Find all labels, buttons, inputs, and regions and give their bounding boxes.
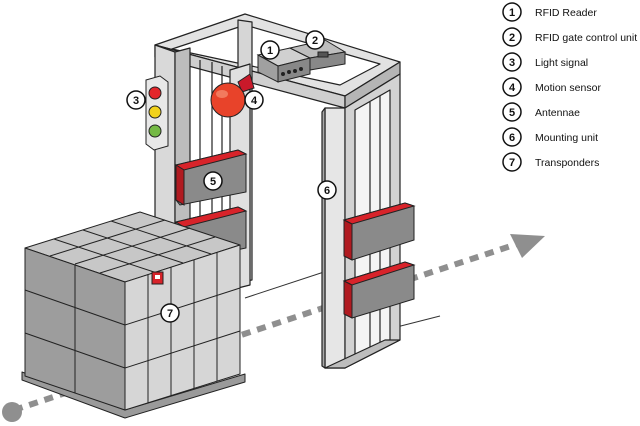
pallet-boxes (21, 211, 246, 419)
traffic-light-icon (145, 75, 169, 151)
legend-item-control-unit: 2 RFID gate control unit (502, 27, 637, 47)
legend-item-antennae: 5 Antennae (502, 102, 580, 122)
svg-text:RFID Reader: RFID Reader (535, 7, 597, 19)
legend-item-transponders: 7 Transponders (502, 152, 599, 172)
callout-3: 3 (126, 90, 146, 110)
legend: 1 RFID Reader 2 RFID gate control unit 3… (502, 2, 637, 172)
motion-sensor-icon (210, 73, 255, 118)
svg-text:Light signal: Light signal (535, 57, 588, 69)
svg-text:3: 3 (509, 57, 515, 69)
svg-text:7: 7 (509, 157, 515, 169)
svg-text:5: 5 (210, 176, 216, 188)
legend-item-mounting-unit: 6 Mounting unit (502, 127, 598, 147)
svg-text:Motion sensor: Motion sensor (535, 82, 601, 94)
legend-item-light-signal: 3 Light signal (502, 52, 588, 72)
callout-2: 2 (305, 30, 325, 50)
svg-text:1: 1 (509, 7, 515, 19)
svg-text:6: 6 (509, 132, 515, 144)
svg-text:2: 2 (509, 32, 515, 44)
antenna-right-lower (342, 261, 416, 319)
callout-6: 6 (317, 180, 337, 200)
legend-item-motion-sensor: 4 Motion sensor (502, 77, 601, 97)
callout-7: 7 (160, 303, 180, 323)
callout-4: 4 (244, 90, 264, 110)
svg-text:7: 7 (167, 308, 173, 320)
svg-text:2: 2 (312, 35, 318, 47)
svg-text:4: 4 (509, 82, 516, 94)
svg-text:1: 1 (267, 45, 273, 57)
svg-text:RFID gate control unit: RFID gate control unit (535, 32, 637, 44)
antenna-right-upper (342, 202, 416, 261)
svg-text:Transponders: Transponders (535, 157, 599, 169)
svg-text:Antennae: Antennae (535, 107, 580, 119)
callout-1: 1 (260, 40, 280, 60)
transponder-tag-icon (151, 271, 164, 285)
svg-text:Mounting unit: Mounting unit (535, 132, 598, 144)
svg-text:3: 3 (133, 95, 139, 107)
svg-text:5: 5 (509, 107, 515, 119)
svg-text:4: 4 (251, 95, 258, 107)
svg-text:6: 6 (324, 185, 330, 197)
callout-5: 5 (203, 171, 223, 191)
legend-item-rfid-reader: 1 RFID Reader (502, 2, 597, 22)
